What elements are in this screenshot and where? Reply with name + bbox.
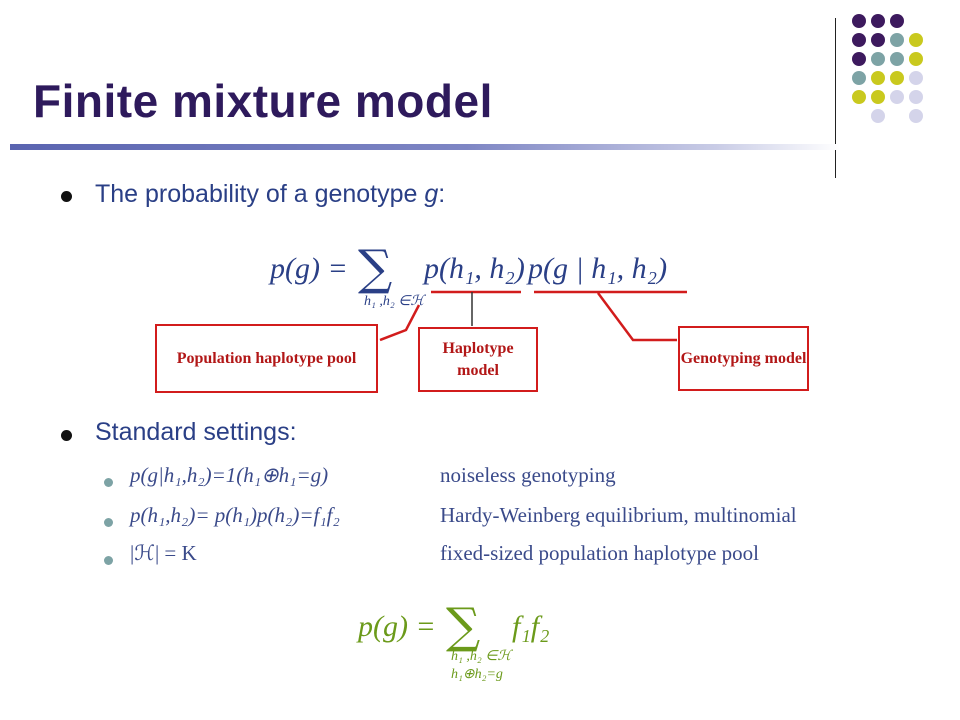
equation2-sum-symbol: ∑ <box>446 598 480 654</box>
setting-formula-3: |ℋ| = K <box>130 541 197 565</box>
decorative-dot <box>909 71 923 85</box>
setting-description-3: fixed-sized population haplotype pool <box>440 541 760 565</box>
setting-formula-2: p(h₁,h₂)= p(h₁)p(h₂)=f₁f₂ <box>130 503 340 527</box>
equation2-term: f₁f₂ <box>512 610 550 643</box>
decorative-dot <box>871 33 885 47</box>
decorative-dot <box>909 52 923 66</box>
bullet-dot <box>61 430 72 441</box>
sub-bullet-dot <box>104 518 113 527</box>
decorative-dot <box>871 14 885 28</box>
genotyping-connector <box>596 292 677 342</box>
bullet-dot <box>61 191 72 202</box>
sub-bullet-dot <box>104 478 113 487</box>
bullet-var: g <box>424 180 439 208</box>
bullet-genotype-probability: The probability of a genotype g: <box>95 180 445 209</box>
decorative-dot <box>890 14 904 28</box>
decorative-dot <box>890 71 904 85</box>
decorative-dot <box>909 33 923 47</box>
sub-bullet-dot <box>104 556 113 565</box>
decorative-dot <box>890 52 904 66</box>
equation2-sum-subscript-2: h₁⊕h₂=g <box>451 667 503 682</box>
decorative-vertical-line <box>835 18 836 178</box>
equation1-lhs: p(g) = <box>268 252 348 285</box>
decorative-dot <box>852 14 866 28</box>
decorative-dot <box>871 71 885 85</box>
population-haplotype-pool-box: Population haplotype pool <box>155 324 378 393</box>
equation1-sum-symbol: ∑ <box>358 240 392 296</box>
equation2-sum-subscript-1: h₁ ,h₂ ∈ℋ <box>451 649 513 664</box>
decorative-dot <box>852 33 866 47</box>
slide-title: Finite mixture model <box>33 75 493 127</box>
bullet-standard-settings: Standard settings: <box>95 418 297 446</box>
genotyping-model-box: Genotyping model <box>678 326 809 391</box>
decorative-dot <box>852 90 866 104</box>
equation1-term1: p(h₁, h₂) <box>422 252 525 285</box>
decorative-dot <box>909 109 923 123</box>
decorative-dot <box>852 71 866 85</box>
pool-connector <box>379 304 421 342</box>
bullet-colon: : <box>438 180 446 208</box>
setting-description-2: Hardy-Weinberg equilibrium, multinomial <box>440 503 797 527</box>
haplotype-model-box: Haplotype model <box>418 327 538 392</box>
title-underline <box>10 144 840 150</box>
decorative-dot <box>871 109 885 123</box>
setting-formula-1: p(g|h₁,h₂)=1(h₁⊕h₁=g) <box>130 463 329 487</box>
decorative-dot <box>890 33 904 47</box>
equation1-term2: p(g | h₁, h₂) <box>526 252 667 285</box>
decorative-dot <box>890 90 904 104</box>
decorative-dot <box>871 52 885 66</box>
equation2-lhs: p(g) = <box>356 610 436 643</box>
equation1-sum-subscript: h₁ ,h₂ ∈ℋ <box>364 294 426 309</box>
decorative-dot <box>909 90 923 104</box>
bullet-text: The probability of a genotype <box>95 180 425 208</box>
setting-description-1: noiseless genotyping <box>440 463 616 487</box>
decorative-dot <box>852 52 866 66</box>
decorative-dot <box>871 90 885 104</box>
